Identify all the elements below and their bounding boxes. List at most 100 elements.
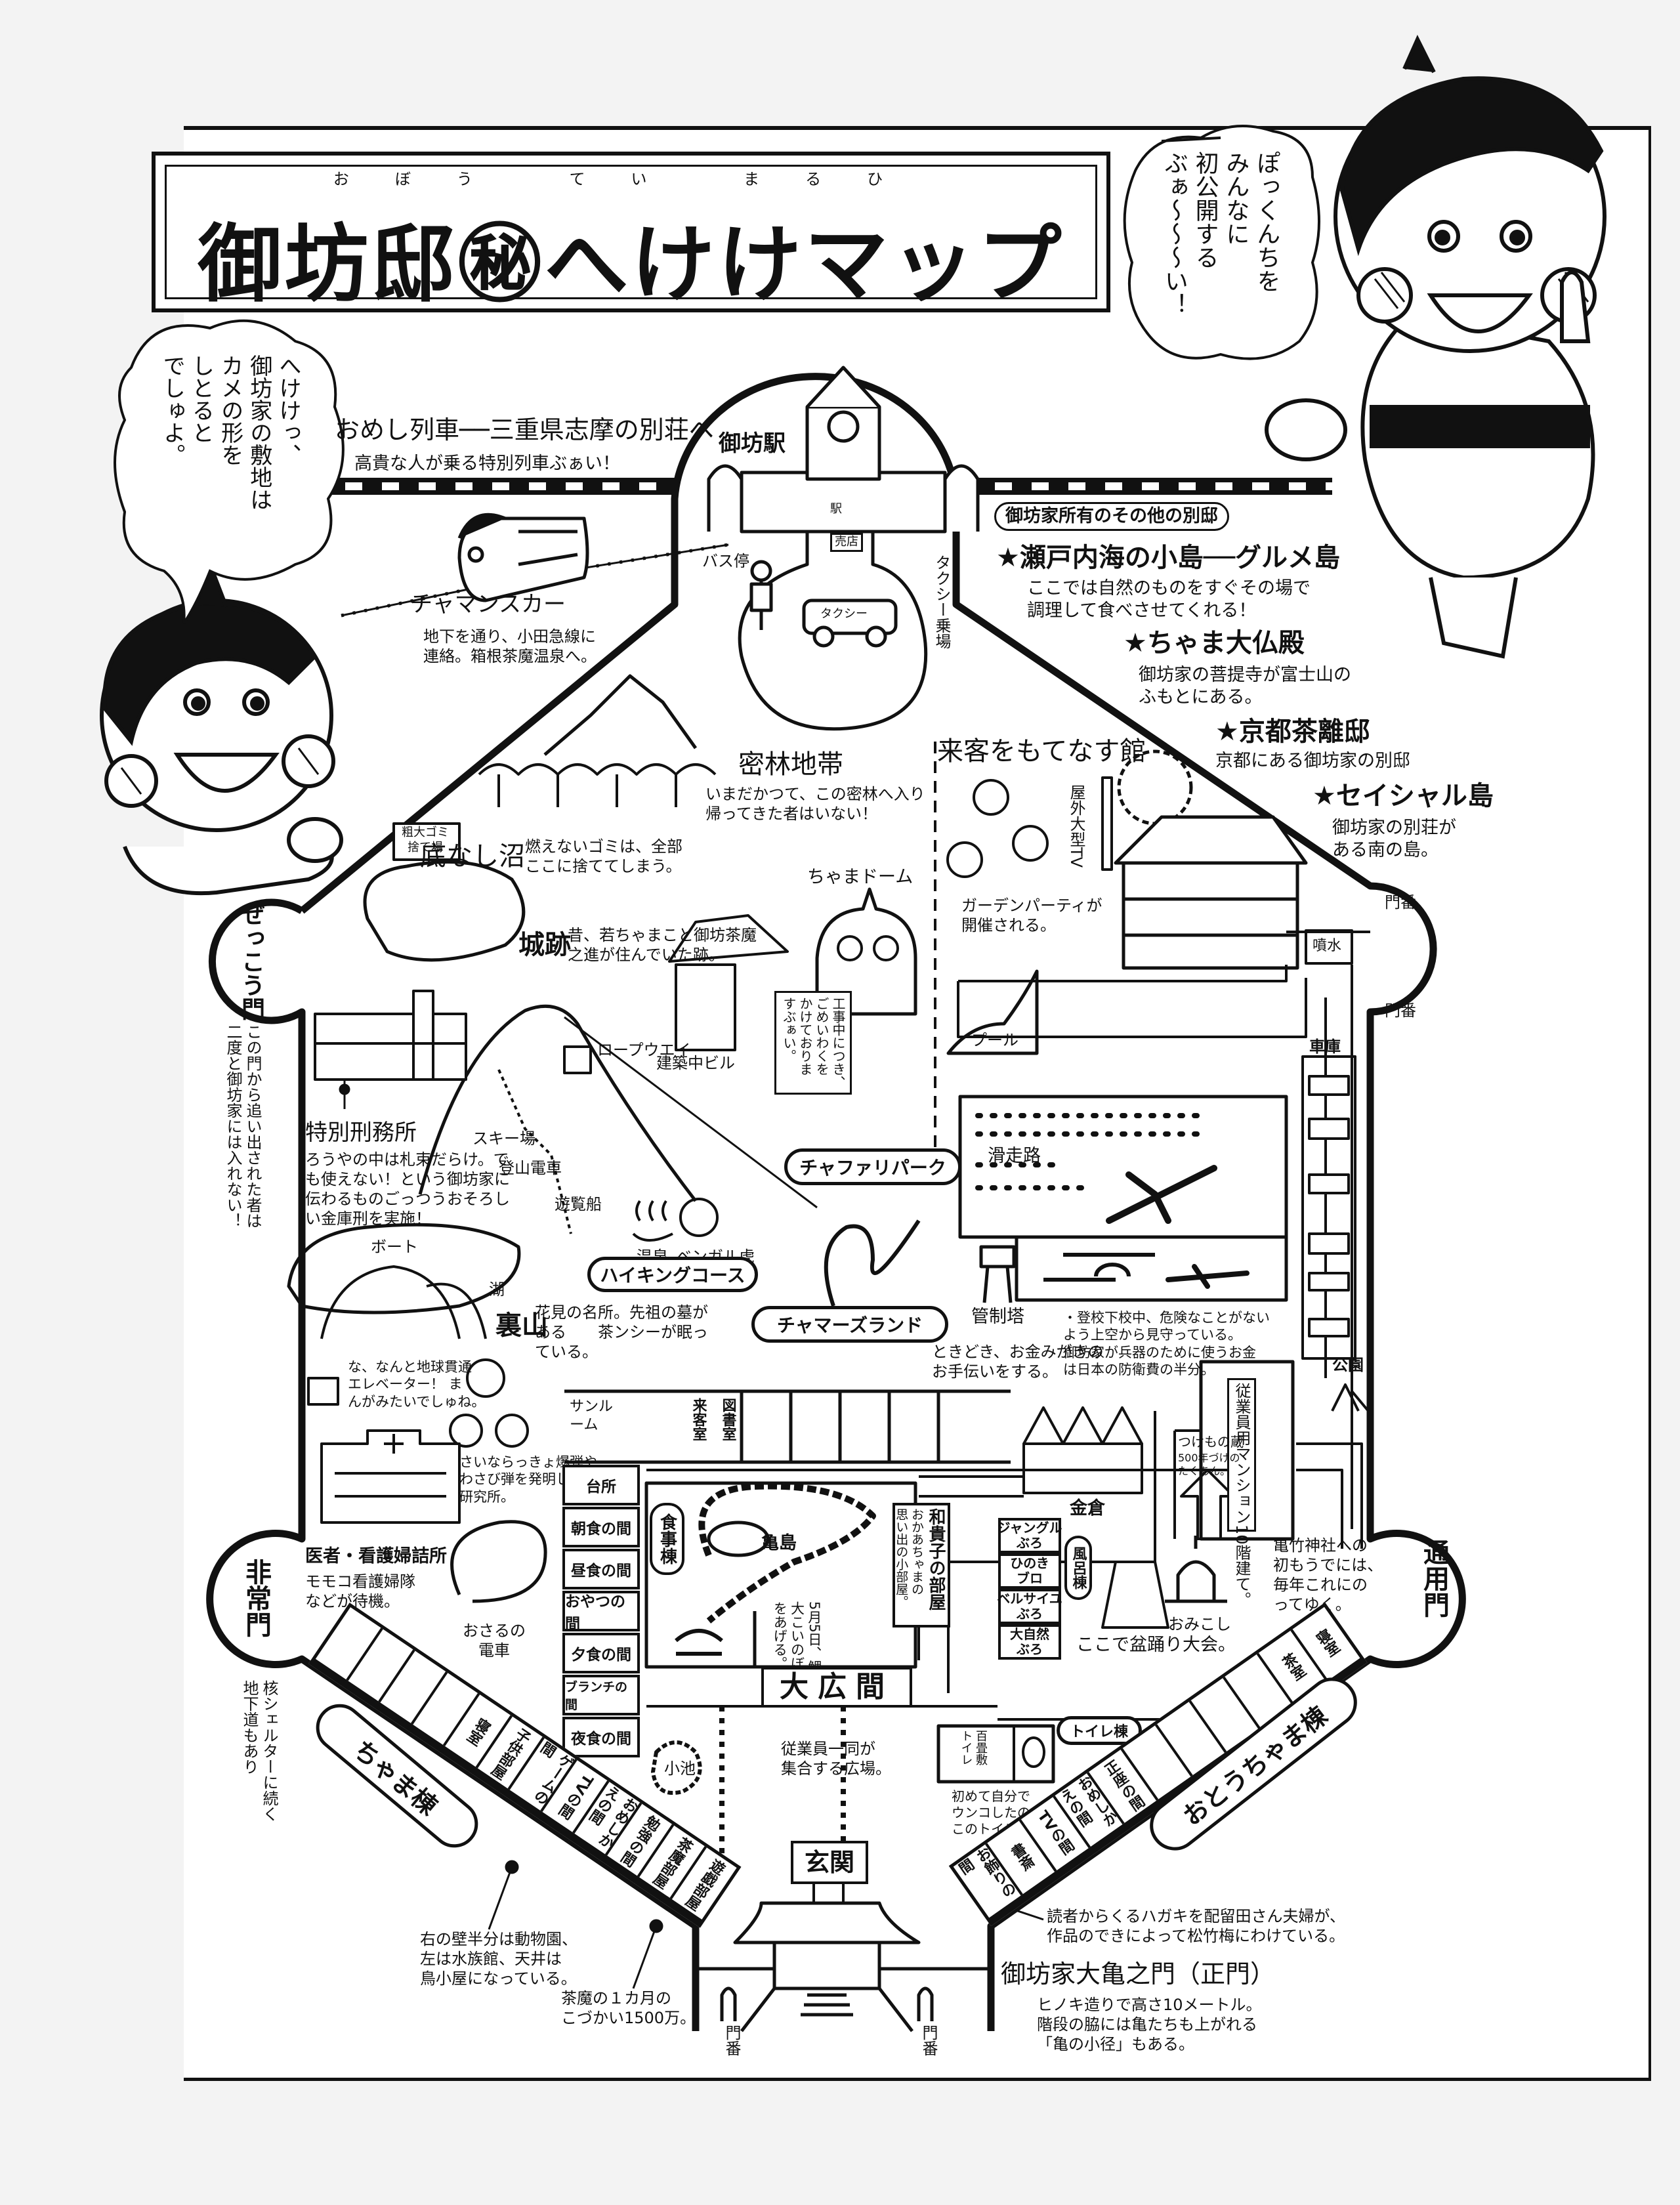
pickle-storehouse-label: つけもの蔵: [1178, 1434, 1244, 1450]
plaza-note: 従業員一同が 集合する広場。: [781, 1740, 891, 1778]
station-label: 御坊駅: [719, 430, 786, 457]
park-label: 公園: [1332, 1356, 1364, 1374]
speech-bubble-right: [1123, 125, 1320, 360]
pickle-note: 500年づけの たくあん。: [1178, 1452, 1240, 1477]
ropeway-label: ロープウエイ: [597, 1041, 691, 1059]
tiger-icon: [679, 1198, 719, 1237]
jungle-note: いまだかつて、この密林へ入り 帰ってきた者はいない！: [705, 785, 925, 823]
plaza: [719, 1706, 846, 1857]
mountain-train-track: [497, 1069, 572, 1234]
zekkou-gate-note: この門から追い出された者は 二度と御坊家には入れない！: [224, 1024, 262, 1228]
dining-room: 夜食の間: [562, 1717, 640, 1757]
building-icon: [675, 963, 736, 1051]
bus-stop-label: バス停: [702, 552, 749, 570]
gatekeeper-label: 門番: [1385, 893, 1416, 912]
shrine-note: 亀竹神社への 初もうでには、 毎年これにの ってゆく。: [1273, 1536, 1383, 1614]
monkey-train-label: おさるの 電車: [463, 1622, 526, 1660]
chaman-car-label: チャマンスカー: [410, 591, 566, 618]
swamp-icon: [363, 860, 526, 962]
allowance-note: 茶魔の１カ月の こづかい1500万。: [561, 1989, 696, 2027]
lake-label: 湖: [489, 1280, 505, 1299]
estate-name: ★瀬戸内海の小島──グルメ島: [996, 543, 1341, 573]
gate-guard-left-label: 門番: [723, 2025, 741, 2056]
guest-house-building-icon: [1114, 815, 1308, 970]
building-label: 建築中ビル: [656, 1054, 735, 1072]
estate-note: 京都にある御坊家の別邸: [1215, 751, 1410, 771]
cruise-ship-label: 遊覧船: [555, 1195, 602, 1213]
bridge-icon: [675, 1629, 723, 1656]
bath-wing-label: 風呂棟: [1064, 1536, 1092, 1600]
emergency-gate-label: 非常門: [241, 1559, 271, 1637]
taxi-stand-label: タクシー乗場: [933, 555, 951, 649]
castle-note: 昔、若ちゃまこと御坊茶魔 之進が住んでいた跡。: [568, 926, 757, 964]
mikoshi-icon: [1165, 1536, 1227, 1603]
swamp-note: 燃えないゴミは、全部 ここに捨ててしまう。: [525, 837, 682, 875]
ropeway-cable: [564, 1016, 818, 1209]
outdoor-tv-icon: [1101, 776, 1113, 871]
boat-label: ボート: [371, 1238, 418, 1256]
estate-note: 御坊家の菩提寺が富士山の ふもとにある。: [1139, 665, 1351, 707]
pond-icon: [651, 1740, 702, 1795]
toilet-room-label: 百畳敷 トイレ: [959, 1730, 988, 1765]
turtle-icon: [707, 1521, 770, 1557]
toilet-icon: [1022, 1736, 1045, 1768]
station-building-icon: [707, 366, 980, 534]
wall-note: 右の壁半分は動物園、 左は水族館、天井は 鳥小屋になっている。: [420, 1930, 578, 1988]
bocchama-character-left: [100, 558, 343, 896]
jet-icon: [1106, 1165, 1217, 1224]
construction-sign: 工事中につき、 ごめいわくを かけておりま すぶぁい。: [774, 991, 852, 1095]
bath-room: ベルサイユ ぶろ: [997, 1589, 1062, 1624]
air-defense-note: ・登校下校中、危険なことがない よう上空から見守っている。 御坊家が兵器のために…: [1063, 1310, 1270, 1377]
gatekeeper-label: 門番: [1385, 1001, 1416, 1020]
speech-bubble-left: [114, 319, 345, 625]
pool-label: プール: [971, 1031, 1018, 1049]
rollercoaster-icon: [824, 1219, 921, 1307]
guest-room-label: 来客室: [690, 1398, 707, 1441]
royal-train-label: おめし列車──三重県志摩の別荘へ: [335, 415, 714, 444]
money-polish-note: ときどき、お金みがきの お手伝いをする。: [932, 1343, 1104, 1381]
main-gate-note: ヒノキ造りで高さ10メートル。 階段の脇には亀たちも上がれる 「亀の小径」もある…: [1037, 1996, 1262, 2053]
lab-icon: [449, 1358, 529, 1448]
clinic-note: モモコ看護婦隊 などが待機。: [305, 1572, 415, 1610]
estate-outline: [299, 373, 1466, 2031]
map-title: 御坊邸㊙へけけマップ: [198, 216, 1064, 314]
gate-guard-right-label: 門番: [919, 2025, 938, 2056]
elevator-icon: [307, 1377, 339, 1406]
pointer-allowance: [632, 1925, 658, 1989]
castle-label: 城跡: [518, 930, 571, 960]
pond-label: 小池: [664, 1759, 696, 1778]
yagura-icon: [1101, 1561, 1169, 1629]
ski-mountain-icon: [418, 1004, 697, 1202]
royal-train-note: 高貴な人が乗る特別列車ぶぁい！: [354, 453, 620, 474]
dining-room: ブランチの間: [562, 1675, 640, 1715]
gold-storehouse-label: 金倉: [1070, 1498, 1105, 1519]
kiosk-label: 売店: [830, 533, 863, 552]
control-tower-label: 管制塔: [971, 1307, 1024, 1327]
dome-label: ちゃまドーム: [807, 867, 914, 887]
chaman-car-icon: [457, 513, 589, 602]
station-plaza: [738, 532, 928, 731]
wakiko-room-note: おかあちゃまの 思い出の小部屋。: [894, 1508, 924, 1608]
mikoshi-label: おみこし: [1168, 1615, 1231, 1633]
swamp-label: 底なし沼: [420, 841, 525, 872]
pointer-wall: [488, 1866, 513, 1930]
jungle-label: 密林地帯: [738, 749, 843, 780]
entrance-label: 玄関: [791, 1841, 868, 1884]
bocchama-character-right: [1265, 34, 1606, 659]
castle-ruins-icon: [668, 914, 789, 963]
map-title-banner: おぼう てい まるひ 御坊邸㊙へけけマップ: [152, 152, 1110, 314]
urayama-label: 裏山: [495, 1311, 548, 1341]
bon-odori-note: ここで盆踊り大会。: [1076, 1635, 1236, 1655]
title-inner-frame: [165, 165, 1097, 299]
outdoor-tv-label: 屋外大型TV: [1067, 784, 1085, 868]
mountain-train-label: 登山電車: [499, 1159, 562, 1177]
toilet-wing-label: トイレ棟: [1057, 1716, 1142, 1745]
swamp-sign-text: 粗大ゴミ 捨て場: [402, 826, 449, 854]
heliport: [1015, 1235, 1288, 1302]
jungle-trees-icon: [478, 763, 717, 807]
helicopter-icon: [1043, 1253, 1155, 1282]
mountain-icon: [543, 674, 698, 756]
fountain-label: 噴水: [1312, 938, 1342, 954]
ropeway-car-icon: [563, 1045, 592, 1074]
